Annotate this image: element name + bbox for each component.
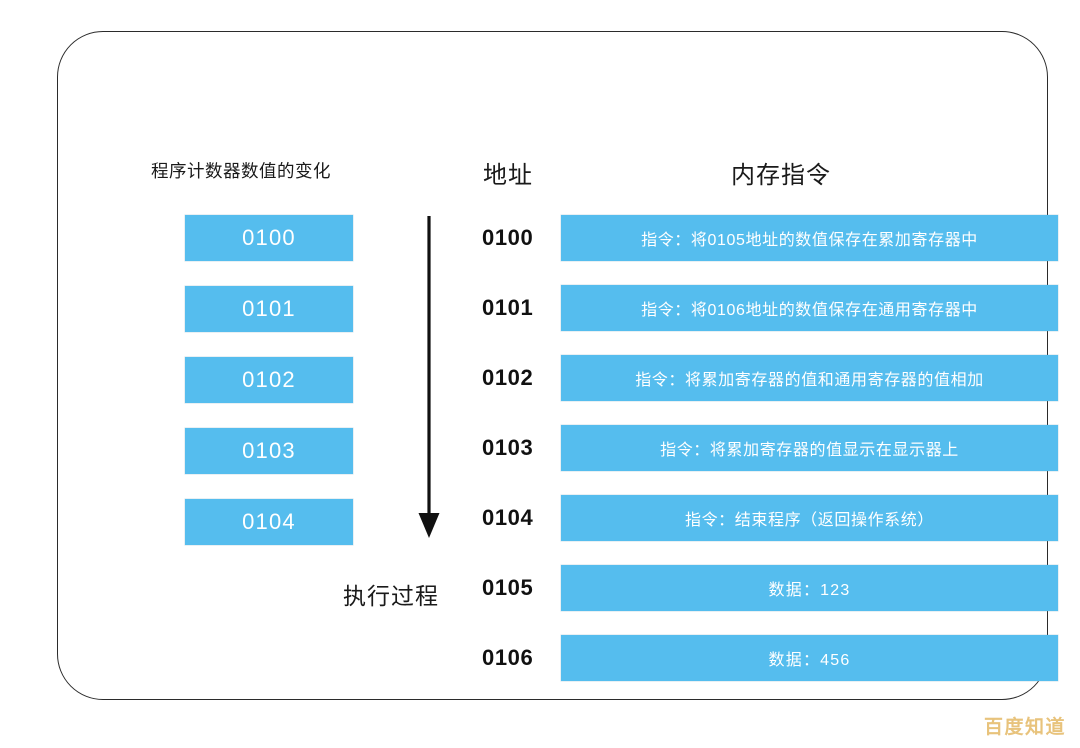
memory-data-cell: 数据：123 bbox=[561, 565, 1058, 611]
execution-process-label: 执行过程 bbox=[343, 583, 439, 609]
program-counter-box: 0103 bbox=[185, 428, 353, 474]
memory-instruction-cell: 指令：将累加寄存器的值和通用寄存器的值相加 bbox=[561, 355, 1058, 401]
memory-instruction-cell: 指令：将累加寄存器的值显示在显示器上 bbox=[561, 425, 1058, 471]
program-counter-box: 0104 bbox=[185, 499, 353, 545]
memory-address-label: 0103 bbox=[482, 435, 534, 460]
memory-address-label: 0106 bbox=[482, 645, 534, 670]
memory-row: 0102 指令：将累加寄存器的值和通用寄存器的值相加 bbox=[482, 355, 1062, 401]
memory-instruction-cell: 指令：结束程序（返回操作系统） bbox=[561, 495, 1058, 541]
memory-address-label: 0105 bbox=[482, 575, 534, 600]
address-column-heading: 地址 bbox=[483, 162, 533, 189]
memory-row: 0101 指令：将0106地址的数值保存在通用寄存器中 bbox=[482, 285, 1062, 331]
program-counter-value-list: 0100 0101 0102 0103 0104 bbox=[185, 215, 353, 545]
memory-address-label: 0104 bbox=[482, 505, 534, 530]
memory-address-label: 0101 bbox=[482, 295, 534, 320]
memory-instruction-cell: 指令：将0106地址的数值保存在通用寄存器中 bbox=[561, 285, 1058, 331]
memory-row: 0105 数据：123 bbox=[482, 565, 1062, 611]
program-counter-box: 0102 bbox=[185, 357, 353, 403]
program-counter-column-heading: 程序计数器数值的变化 bbox=[151, 161, 331, 181]
memory-data-cell: 数据：456 bbox=[561, 635, 1058, 681]
memory-row: 0100 指令：将0105地址的数值保存在累加寄存器中 bbox=[482, 215, 1062, 261]
memory-instruction-cell: 指令：将0105地址的数值保存在累加寄存器中 bbox=[561, 215, 1058, 261]
memory-address-label: 0102 bbox=[482, 365, 534, 390]
program-counter-box: 0100 bbox=[185, 215, 353, 261]
watermark: 百度知道 bbox=[983, 717, 1066, 738]
memory-row: 0103 指令：将累加寄存器的值显示在显示器上 bbox=[482, 425, 1062, 471]
memory-row: 0106 数据：456 bbox=[482, 635, 1062, 681]
memory-table: 0100 指令：将0105地址的数值保存在累加寄存器中 0101 指令：将0106地址… bbox=[482, 215, 1062, 681]
memory-instruction-column-heading: 内存指令 bbox=[731, 162, 831, 189]
memory-address-label: 0100 bbox=[482, 225, 534, 250]
program-counter-box: 0101 bbox=[185, 286, 353, 332]
down-arrow-icon bbox=[418, 216, 440, 538]
memory-row: 0104 指令：结束程序（返回操作系统） bbox=[482, 495, 1062, 541]
